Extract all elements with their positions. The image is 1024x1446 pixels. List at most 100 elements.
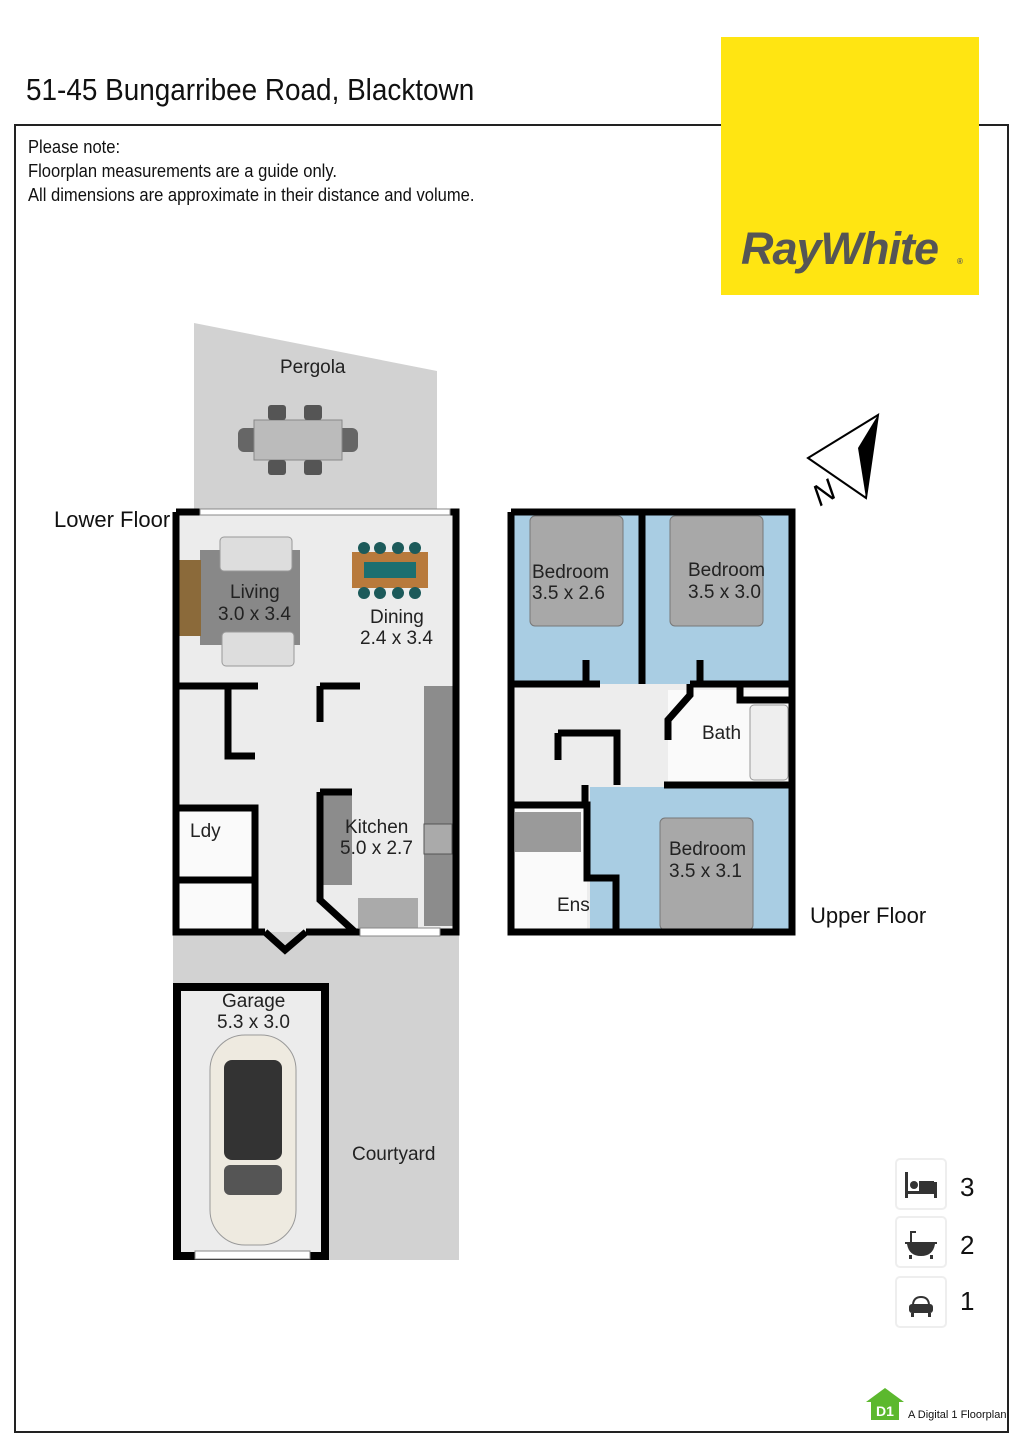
laundry-floor (178, 808, 254, 932)
bedroom3-size: 3.5 x 3.1 (669, 861, 742, 882)
upper-wall (554, 686, 792, 785)
dining-size: 2.4 x 3.4 (360, 628, 433, 649)
courtyard-label: Courtyard (352, 1144, 435, 1165)
page-title: 51-45 Bungarribee Road, Blacktown (26, 72, 475, 107)
plan-shape (253, 419, 343, 461)
kitchen-label: Kitchen (345, 817, 408, 838)
bedroom1-label: Bedroom (532, 562, 609, 583)
plan-shape (224, 1165, 282, 1195)
d1-logo-text: D1 (876, 1403, 894, 1419)
car-icon (909, 1295, 933, 1317)
kitchen-island (322, 795, 352, 885)
upper-wall (511, 512, 792, 688)
laundry-label: Ldy (190, 821, 221, 842)
bedroom3-label: Bedroom (669, 839, 746, 860)
plan-shape (358, 542, 421, 599)
bathrooms-stat-box (895, 1216, 947, 1268)
plan-shape (910, 1231, 916, 1242)
ensuite-label: Ens (557, 895, 590, 916)
note-line: Floorplan measurements are a guide only. (28, 161, 337, 181)
bedroom2-size: 3.5 x 3.0 (688, 582, 761, 603)
plan-shape (392, 587, 404, 599)
bedroom2-label: Bedroom (688, 560, 765, 581)
pergola-label: Pergola (280, 357, 346, 378)
bedroom1-size: 3.5 x 2.6 (532, 583, 605, 604)
plan-shape (268, 405, 322, 475)
plan-shape (912, 1295, 930, 1305)
plan-shape (507, 508, 796, 936)
plan-shape (194, 1250, 311, 1260)
house-icon: D1 (866, 1388, 904, 1420)
plan-shape (871, 1400, 899, 1420)
upper-floor-label: Upper Floor (810, 903, 927, 928)
bath-icon (905, 1231, 937, 1259)
garage-label: Garage (222, 991, 285, 1012)
plan-shape (409, 587, 421, 599)
plan-shape (268, 460, 286, 475)
kitchen-size: 5.0 x 2.7 (340, 838, 413, 859)
upper-wall (511, 684, 792, 932)
parking-count: 1 (960, 1286, 975, 1316)
plan-shape (909, 1304, 933, 1313)
note-line: All dimensions are approximate in their … (28, 185, 475, 205)
brand-name: RayWhite (741, 223, 939, 274)
plan-shape (905, 1242, 937, 1244)
disclaimer-note: Please note: Floorplan measurements are … (28, 135, 474, 207)
plan-shape (858, 415, 878, 498)
plan-shape (304, 405, 322, 420)
upper-wall (507, 508, 796, 936)
bathrooms-count: 2 (960, 1230, 975, 1260)
plan-shape (919, 1181, 934, 1191)
plan-shape (409, 542, 421, 554)
registered-mark: ® (957, 257, 963, 266)
plan-shape (909, 1255, 912, 1259)
living-label: Living (230, 582, 280, 603)
plan-shape (934, 1182, 937, 1198)
plan-shape (392, 542, 404, 554)
plan-shape (199, 508, 451, 516)
sink (358, 898, 418, 928)
kitchen-bench (424, 686, 454, 926)
bedrooms-count: 3 (960, 1172, 975, 1202)
plan-shape (910, 1181, 918, 1189)
plan-shape (930, 1255, 933, 1259)
bedrooms-stat-box (895, 1158, 947, 1210)
outdoor-table-icon (238, 405, 358, 475)
bed (529, 515, 624, 627)
plan-shape (364, 562, 416, 578)
plan-shape (907, 1191, 935, 1194)
page-frame (14, 124, 1009, 1433)
lower-floor-label: Lower Floor (54, 507, 171, 532)
living-size: 3.0 x 3.4 (218, 604, 291, 625)
plan-shape (928, 1313, 931, 1317)
plan-shape (224, 1060, 282, 1160)
plan-shape (866, 1388, 904, 1402)
bath-label: Bath (702, 723, 741, 744)
plan-shape (358, 542, 370, 554)
credit-text: A Digital 1 Floorplan (908, 1409, 1007, 1421)
plan-shape (905, 1172, 908, 1198)
garage-size: 5.3 x 3.0 (217, 1012, 290, 1033)
plan-shape (359, 927, 441, 937)
plan-shape (911, 1313, 914, 1317)
bed-icon (905, 1172, 937, 1198)
lower-wall (176, 682, 259, 932)
sofa (219, 536, 293, 572)
north-arrow-icon: N (806, 413, 880, 513)
plan-shape (374, 542, 386, 554)
lower-wall (262, 682, 360, 955)
ensuite-shower (515, 812, 581, 852)
car-icon (209, 1034, 297, 1246)
plan-shape (268, 405, 286, 420)
plan-shape (907, 1244, 935, 1256)
raywhite-logo: RayWhite ® (721, 37, 979, 295)
tv-unit (179, 560, 201, 636)
bed (669, 515, 764, 627)
note-heading: Please note: (28, 137, 121, 157)
plan-shape (358, 587, 370, 599)
sofa (221, 631, 295, 667)
bathtub (749, 704, 789, 781)
plan-shape (304, 460, 322, 475)
compass-label: N (807, 473, 843, 513)
